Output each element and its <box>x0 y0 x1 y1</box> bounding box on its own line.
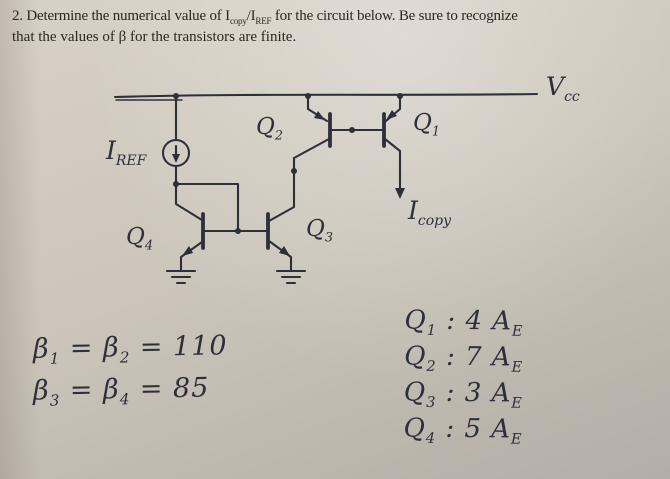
junction-dot <box>305 93 311 99</box>
q4-emitter-wire <box>179 240 204 273</box>
area-value: 3 A <box>464 378 512 409</box>
area-sep: : <box>436 377 465 409</box>
area-q: Q <box>404 341 427 372</box>
icopy-arrowhead <box>395 188 405 199</box>
problem-statement: 2. Determine the numerical value of Icop… <box>12 6 666 48</box>
problem-text-line2: that the values of β for the transistors… <box>12 29 297 46</box>
ground-symbol-q3 <box>275 269 307 285</box>
beta-symbol: = β <box>59 332 120 365</box>
problem-text-line1: 2. Determine the numerical value of Icop… <box>12 6 666 27</box>
beta-equation-2: β3 = β4 = 85 <box>33 372 210 409</box>
area-q-sub: 2 <box>426 357 437 375</box>
q3-collector-wire <box>267 156 296 223</box>
icopy-main: I <box>408 196 418 225</box>
area-q: Q <box>403 413 427 444</box>
area-value-sub: E <box>511 322 524 340</box>
vcc-sub: cc <box>564 89 580 105</box>
beta-subscript: 4 <box>119 390 131 409</box>
area-q: Q <box>404 305 427 336</box>
ground-symbol-q4 <box>165 269 197 285</box>
q3-sub: 3 <box>324 230 334 246</box>
junction-dot <box>349 127 355 133</box>
q2-collector-wire <box>292 137 331 160</box>
q2-sub: 2 <box>274 128 284 144</box>
junction-dot <box>173 181 179 187</box>
q1-collector-wire <box>383 137 402 194</box>
junction-dot <box>235 228 241 234</box>
q4-main: Q <box>126 224 145 250</box>
iref-main: I <box>106 136 116 165</box>
area-value: 4 A <box>465 306 513 337</box>
emitter-area-list: Q1 : 4 AE Q2 : 7 AE Q3 : 3 AE Q4 : 5 AE <box>403 305 523 450</box>
q1-sub: 1 <box>431 124 441 140</box>
beta-value: = 110 <box>129 330 228 363</box>
icopy-label: Icopy <box>408 196 451 229</box>
area-q-sub: 1 <box>426 321 438 339</box>
vcc-label: Vcc <box>546 72 580 105</box>
problem-text-seg: for the circuit below. Be sure to recogn… <box>271 8 518 24</box>
q2-label: Q2 <box>256 114 283 144</box>
iref-subscript: REF <box>255 16 272 26</box>
area-spec-q4: Q4 : 5 AE <box>403 413 522 450</box>
iref-to-base-wire <box>174 182 240 233</box>
beta-subscript: 1 <box>49 349 61 368</box>
area-spec-q1: Q1 : 4 AE <box>404 305 523 342</box>
area-value: 5 A <box>464 414 512 445</box>
current-source-arrowhead <box>172 154 180 163</box>
problem-number: 2. <box>12 8 23 24</box>
beta-subscript: 3 <box>49 391 61 410</box>
area-q-sub: 3 <box>426 393 437 411</box>
q4-emitter-arrowhead <box>182 246 193 256</box>
area-sep: : <box>436 413 465 445</box>
beta-equation-1: β1 = β2 = 110 <box>33 330 228 368</box>
icopy-subscript: copy <box>229 16 247 26</box>
iref-sub: REF <box>115 153 147 169</box>
q3-label: Q3 <box>306 216 333 246</box>
junction-dot <box>397 93 403 99</box>
area-spec-q2: Q2 : 7 AE <box>404 341 523 378</box>
q4-label: Q4 <box>126 224 153 254</box>
q2-main: Q <box>256 114 275 140</box>
beta-symbol: β <box>32 375 50 407</box>
q1-emitter-arrowhead <box>386 110 397 120</box>
area-value-sub: E <box>510 430 523 448</box>
junction-dot <box>291 168 297 174</box>
q1-label: Q1 <box>413 110 440 140</box>
area-spec-q3: Q3 : 3 AE <box>404 377 523 414</box>
area-q-sub: 4 <box>425 429 437 447</box>
problem-text-seg: /I <box>246 8 256 24</box>
q3-main: Q <box>306 216 325 242</box>
beta-subscript: 2 <box>119 348 131 367</box>
vcc-main: V <box>546 72 565 101</box>
beta-value: = 85 <box>129 372 210 405</box>
area-value-sub: E <box>511 358 524 376</box>
q3-emitter-arrowhead <box>279 246 290 256</box>
beta-symbol: = β <box>59 374 120 407</box>
area-value: 7 A <box>464 342 512 373</box>
q4-sub: 4 <box>144 238 154 254</box>
beta-symbol: β <box>32 333 50 365</box>
icopy-sub: copy <box>417 213 452 229</box>
q3-emitter-wire <box>267 239 293 273</box>
area-sep: : <box>436 341 466 373</box>
q2-emitter-arrowhead <box>314 111 325 120</box>
q4-collector-wire <box>174 164 204 222</box>
problem-text-seg: Determine the numerical value of I <box>22 8 230 24</box>
area-value-sub: E <box>511 394 523 412</box>
area-sep: : <box>436 305 466 337</box>
junction-dot <box>173 93 179 99</box>
vcc-rail <box>113 92 539 99</box>
area-q: Q <box>403 377 427 408</box>
iref-label: IREF <box>106 136 146 169</box>
q1-main: Q <box>413 110 432 136</box>
